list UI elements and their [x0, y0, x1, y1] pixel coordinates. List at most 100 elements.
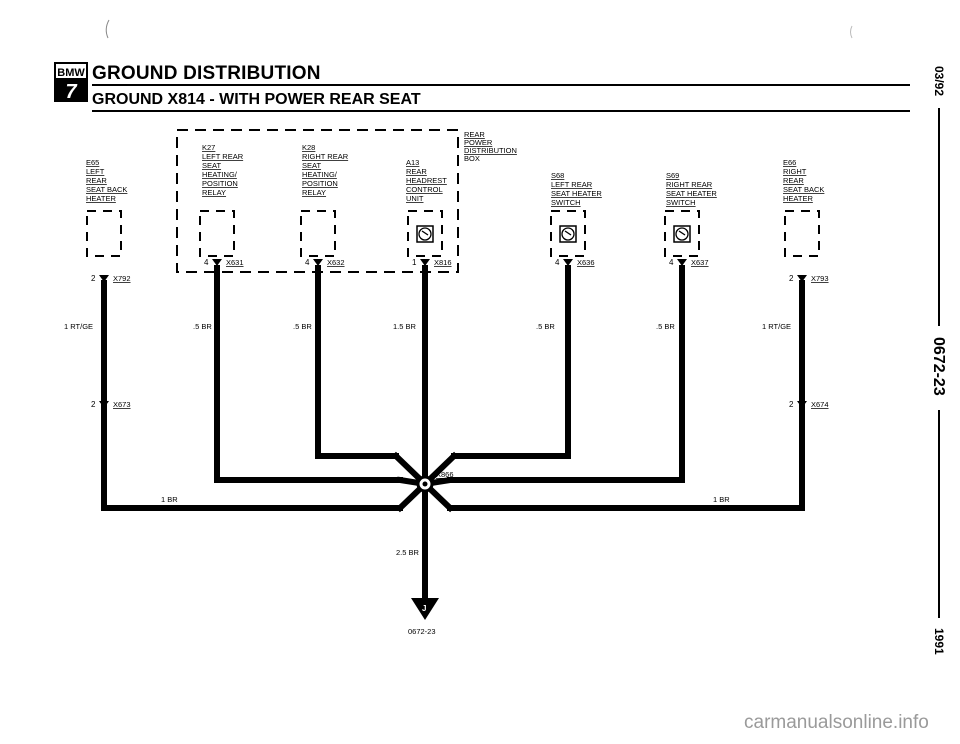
component-outline [664, 210, 700, 257]
component-label-line: REAR [783, 176, 804, 185]
component-label-line: RIGHT [783, 167, 807, 176]
component-label-line: SWITCH [666, 198, 696, 207]
connector-pin: 4 [305, 258, 310, 267]
switch-symbol [561, 227, 575, 241]
component-outline [550, 210, 586, 257]
component-outline [784, 210, 820, 257]
logo-text: BMW [57, 67, 85, 79]
connector-id: X636 [577, 258, 595, 267]
component-label-line: LEFT REAR [551, 180, 593, 189]
component-id: E66 [783, 158, 796, 167]
distribution-box-outline [176, 129, 459, 273]
component-label-line: REAR [86, 176, 107, 185]
wire-label: .5 BR [193, 322, 212, 331]
component-label-line: LEFT REAR [202, 152, 244, 161]
component-label-line: POSITION [302, 179, 338, 188]
connector-id: X673 [113, 400, 131, 409]
component-label-line: CONTROL [406, 185, 443, 194]
side-rule-top [938, 108, 940, 326]
connector-id: X632 [327, 258, 345, 267]
component-outline [407, 210, 443, 257]
connector-arrow [677, 259, 687, 266]
connector-id: X631 [226, 258, 244, 267]
connector-id: X637 [691, 258, 709, 267]
component-id: K27 [202, 143, 215, 152]
connector-arrow [797, 401, 807, 408]
wire-label-bottom-right: 1 BR [713, 495, 730, 504]
component-label-line: RIGHT REAR [666, 180, 713, 189]
component-label-line: RELAY [202, 188, 226, 197]
wire-label: 1 RT/GE [762, 322, 791, 331]
component-label-line: REAR [406, 167, 427, 176]
switch-symbol [675, 227, 689, 241]
component-label-line: SEAT BACK [783, 185, 824, 194]
box-label-line: DISTRIBUTION [464, 146, 517, 155]
connector-id: X674 [811, 400, 829, 409]
connector-id: X816 [434, 258, 452, 267]
connector-id: X792 [113, 274, 131, 283]
side-rule-mid [938, 410, 940, 618]
component-label-line: SWITCH [551, 198, 581, 207]
switch-frame [416, 225, 434, 243]
ground-symbol [411, 598, 439, 620]
box-label-line: REAR [464, 130, 485, 139]
bmw-series-logo: BMW 7 [54, 62, 88, 102]
connector-arrow [797, 275, 807, 282]
title-rule [92, 84, 910, 86]
connector-pin: 1 [412, 258, 417, 267]
component-label-line: HEATING/ [302, 170, 338, 179]
box-label-line: BOX [464, 154, 480, 163]
connector-arrow [212, 259, 222, 266]
connector-pin: 2 [91, 274, 96, 283]
wire-label: .5 BR [293, 322, 312, 331]
connector-pin: 4 [204, 258, 209, 267]
wire-label-bottom-left: 1 BR [161, 495, 178, 504]
component-id: A13 [406, 158, 419, 167]
watermark: carmanualsonline.info [744, 712, 929, 733]
splice-id: X866 [436, 470, 454, 479]
switch-contact [564, 230, 572, 236]
wire-label: 1.5 BR [393, 322, 417, 331]
connector-pin: 2 [789, 400, 794, 409]
connector-arrow [563, 259, 573, 266]
connector-arrow [313, 259, 323, 266]
component-label-line: HEATER [86, 194, 116, 203]
component-label-line: SEAT HEATER [666, 189, 717, 198]
component-label-line: HEATER [783, 194, 813, 203]
component-outline [300, 210, 336, 257]
component-label-line: LEFT [86, 167, 105, 176]
wire-label: .5 BR [656, 322, 675, 331]
component-label-line: SEAT [202, 161, 221, 170]
component-label-line: HEATING/ [202, 170, 238, 179]
component-label-line: SEAT BACK [86, 185, 127, 194]
scan-mark [850, 25, 853, 39]
component-outline [199, 210, 235, 257]
ground-ref: 0672-23 [408, 627, 436, 636]
logo-series: 7 [65, 81, 77, 102]
component-label-line: UNIT [406, 194, 424, 203]
box-border [176, 129, 459, 273]
component-label-line: POSITION [202, 179, 238, 188]
component-label-line: SEAT [302, 161, 321, 170]
splice-center [422, 481, 428, 487]
component-id: S68 [551, 171, 564, 180]
component-outline [86, 210, 122, 257]
switch-contact [678, 230, 686, 236]
connector-arrow [420, 259, 430, 266]
components [86, 210, 820, 408]
wire-label: 1 RT/GE [64, 322, 93, 331]
wire-label: .5 BR [536, 322, 555, 331]
wire-label-main: 2.5 BR [396, 548, 420, 557]
labels: REARPOWERDISTRIBUTIONBOXE65LEFTREARSEAT … [64, 19, 853, 636]
component-id: S69 [666, 171, 679, 180]
component-label-line: SEAT HEATER [551, 189, 602, 198]
page-subtitle: GROUND X814 - WITH POWER REAR SEAT [92, 91, 421, 108]
connector-pin: 4 [669, 258, 674, 267]
connector-id: X793 [811, 274, 829, 283]
component-label-line: RIGHT REAR [302, 152, 349, 161]
connector-pin: 4 [555, 258, 560, 267]
subtitle-rule [92, 110, 910, 112]
component-label-line: RELAY [302, 188, 326, 197]
